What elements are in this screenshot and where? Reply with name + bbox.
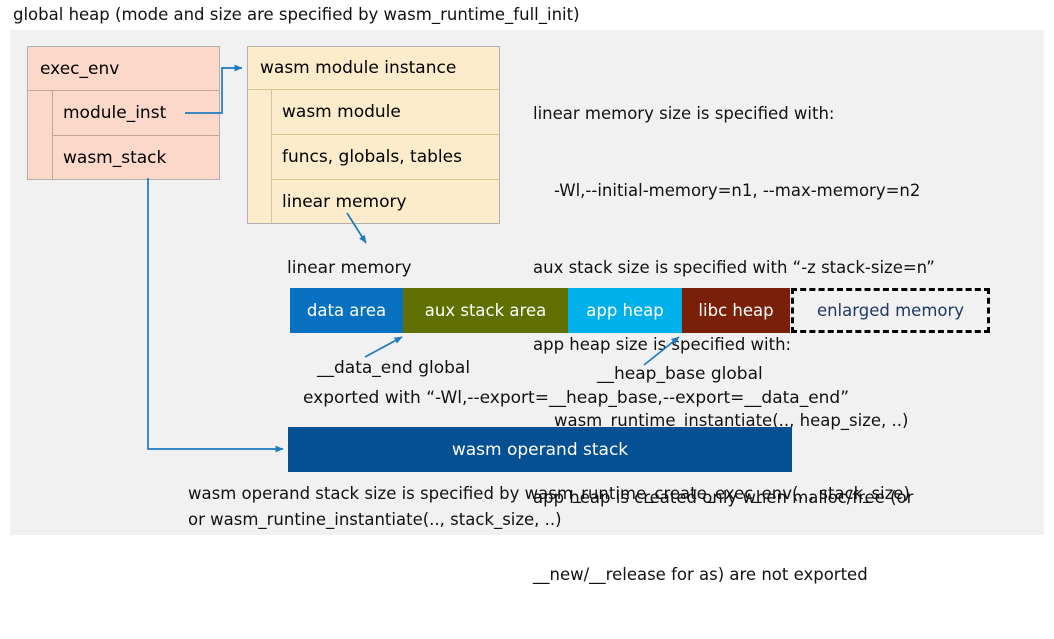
annotation-exported-with: exported with “-Wl,--export=__heap_base,… [303,388,850,408]
wasm-module-instance-box: wasm module instance wasm module funcs, … [247,46,500,224]
exec-env-gutter [28,91,53,180]
linear-memory-bar: data area aux stack area app heap libc h… [290,288,990,333]
segment-data-area: data area [290,288,403,333]
note-line-4: app heap size is specified with: [533,334,792,354]
annotation-data-end: __data_end global [317,358,471,378]
module-instance-field-funcs-globals-tables: funcs, globals, tables [272,135,499,180]
diagram-canvas: global heap (mode and size are specified… [10,5,1044,584]
exec-env-field-module-inst: module_inst [53,91,219,136]
module-instance-field-linear-memory: linear memory [282,191,407,212]
linear-memory-note: linear memory size is specified with: -W… [533,50,1033,639]
operand-stack-note: wasm operand stack size is specified by … [188,481,1038,533]
note-line-5: wasm_runtime_instantiate(.., heap_size, … [533,411,909,431]
wasm-operand-stack-bar: wasm operand stack [288,427,792,472]
exec-env-field-wasm-stack: wasm_stack [63,148,167,168]
annotation-heap-base: __heap_base global [597,364,763,384]
segment-aux-stack-area: aux stack area [403,288,568,333]
page-title: global heap (mode and size are specified… [13,5,580,24]
linear-memory-bar-label: linear memory [287,258,412,278]
note-line-3: aux stack size is specified with “-z sta… [533,257,935,277]
exec-env-fields: module_inst wasm_stack [53,91,219,180]
note-line-7: __new/__release for as) are not exported [533,564,868,584]
segment-enlarged-memory: enlarged memory [791,288,990,333]
module-instance-gutter [248,90,272,223]
note-line-1: linear memory size is specified with: [533,104,835,124]
segment-libc-heap: libc heap [682,288,790,333]
segment-app-heap: app heap [568,288,682,333]
module-instance-field-wasm-module: wasm module [272,90,499,135]
module-instance-header: wasm module instance [248,47,499,90]
module-instance-fields: wasm module funcs, globals, tables linea… [272,90,499,223]
note-line-2: -Wl,--initial-memory=n1, --max-memory=n2 [533,180,921,200]
operand-stack-note-line-1: wasm operand stack size is specified by … [188,484,910,503]
exec-env-box: exec_env module_inst wasm_stack [27,46,220,180]
exec-env-body: module_inst wasm_stack [28,91,219,180]
module-instance-body: wasm module funcs, globals, tables linea… [248,90,499,223]
exec-env-header: exec_env [28,47,219,91]
note-line-6: app heap is created only when malloc/fre… [533,488,914,508]
operand-stack-note-line-2: or wasm_runtine_instantiate(.., stack_si… [188,510,562,529]
